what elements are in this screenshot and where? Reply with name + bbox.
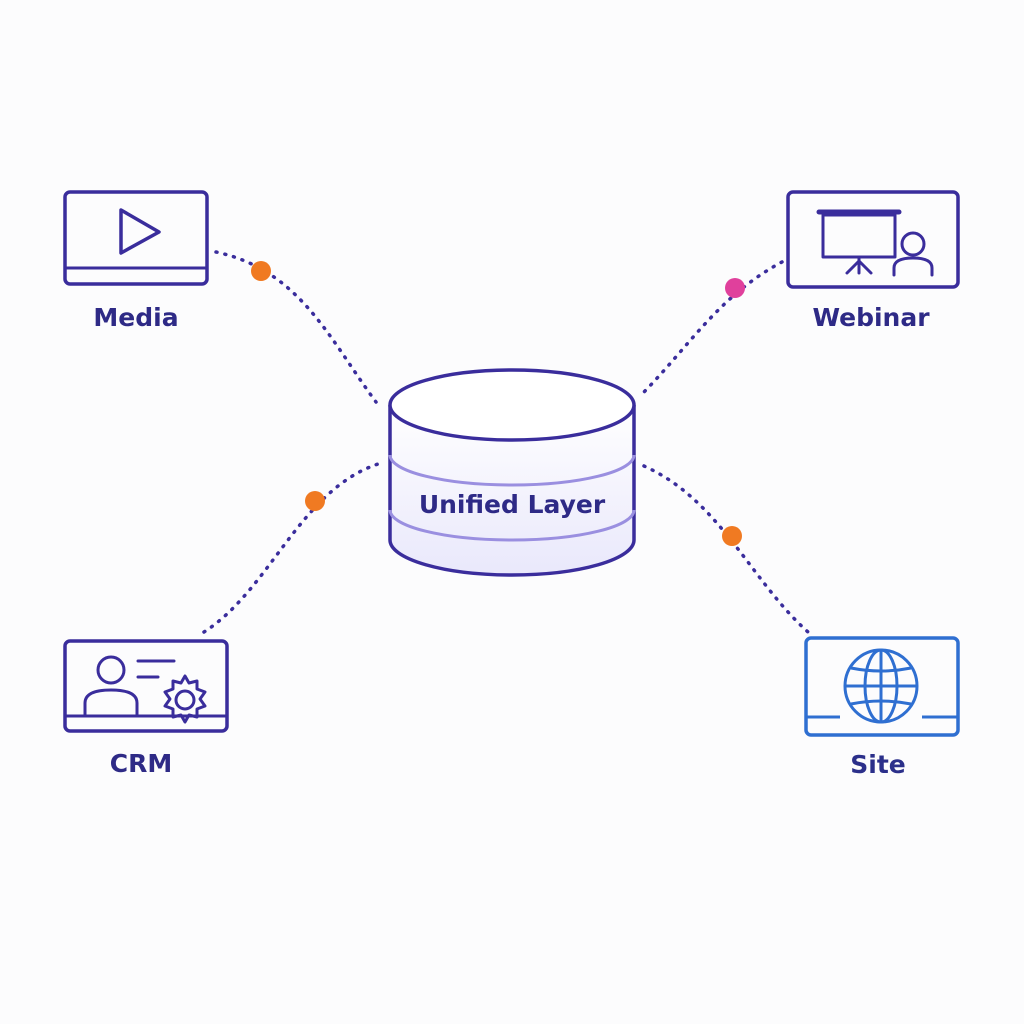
webinar-node: [786, 190, 960, 289]
media-node: [63, 190, 209, 286]
webinar-label: Webinar: [812, 303, 930, 332]
connector-dot-site: [722, 526, 742, 546]
crm-node: [63, 639, 229, 733]
connector-crm: [202, 462, 380, 634]
globe-icon: [843, 648, 919, 724]
connector-webinar: [642, 260, 784, 394]
hub-label: Unified Layer: [418, 490, 606, 519]
site-label: Site: [850, 750, 906, 779]
connector-dot-webinar: [725, 278, 745, 298]
crm-label: CRM: [109, 749, 173, 778]
presentation-icon: [816, 209, 902, 275]
connector-site: [642, 464, 810, 634]
connector-media: [214, 250, 378, 404]
hub-cylinder: [388, 368, 636, 577]
connector-dot-media: [251, 261, 271, 281]
presenter-person-icon: [892, 231, 934, 277]
connector-dot-crm: [305, 491, 325, 511]
site-node: [804, 636, 960, 737]
play-icon: [119, 208, 161, 255]
user-gear-icon: [83, 655, 207, 724]
media-label: Media: [93, 303, 179, 332]
